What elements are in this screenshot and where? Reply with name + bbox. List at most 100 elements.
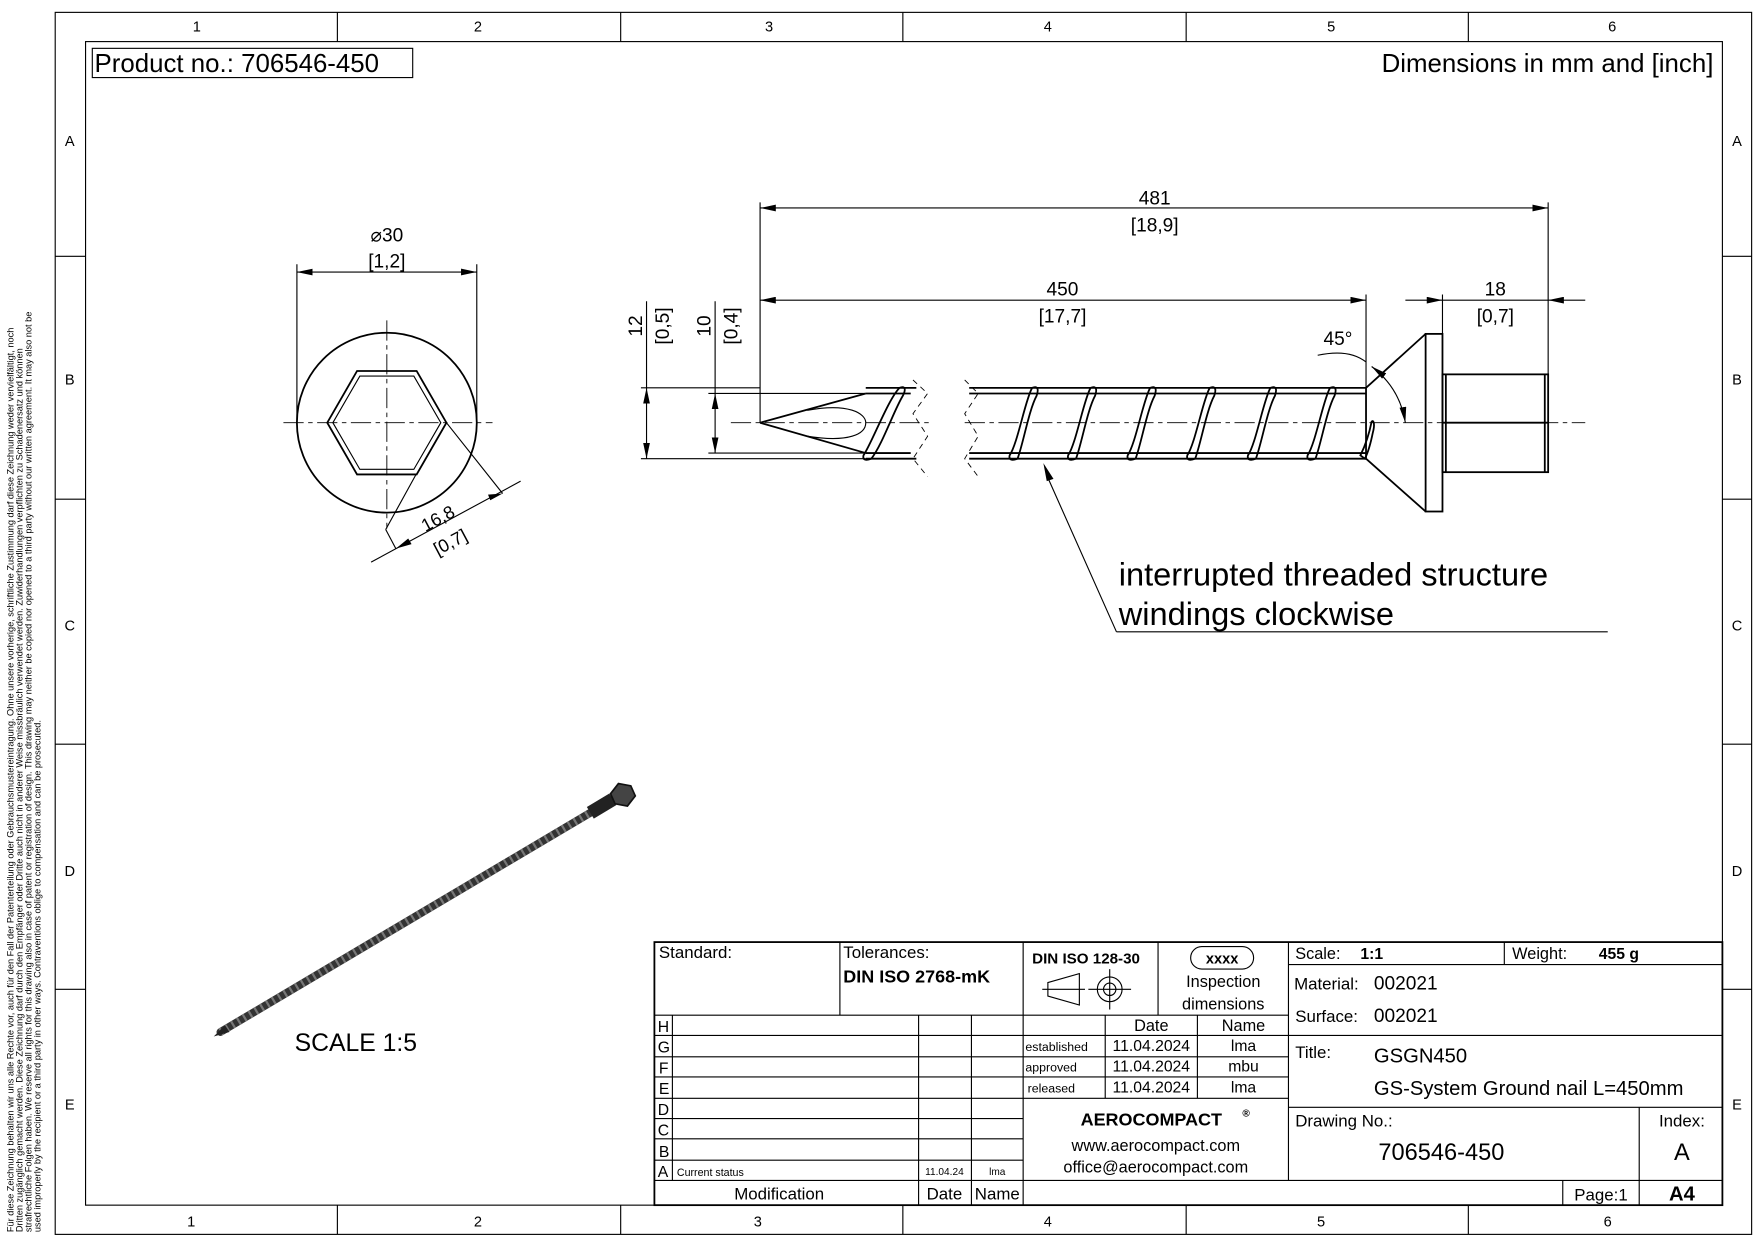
index-label: Index: bbox=[1659, 1111, 1705, 1130]
revision-letter: F bbox=[659, 1061, 669, 1078]
inspection-line1: Inspection bbox=[1186, 973, 1260, 991]
revision-letter: G bbox=[658, 1039, 670, 1056]
diameter-dim-inch: [1,2] bbox=[368, 252, 405, 273]
company-email: office@aerocompact.com bbox=[1063, 1159, 1248, 1177]
approval-label: approved bbox=[1025, 1060, 1077, 1074]
title-block: Standard: Tolerances: DIN ISO 2768-mK DI… bbox=[653, 941, 1724, 1207]
column-label: 1 bbox=[187, 1215, 195, 1231]
row-label: A bbox=[1732, 134, 1742, 150]
material-value: 002021 bbox=[1374, 973, 1438, 994]
approval-date: 11.04.2024 bbox=[1113, 1080, 1191, 1097]
notice-line: Für diese Zeichnung behalten wir uns all… bbox=[6, 328, 16, 1232]
company-website: www.aerocompact.com bbox=[1071, 1137, 1240, 1155]
approval-label: established bbox=[1025, 1040, 1088, 1054]
overall-length-dim: 481 bbox=[1139, 189, 1171, 210]
sheet-format: A4 bbox=[1669, 1184, 1696, 1206]
projection-standard: DIN ISO 128-30 bbox=[1032, 950, 1140, 967]
mod-name-header: Name bbox=[975, 1185, 1020, 1204]
notice-line: used improperly by the recipient or a th… bbox=[33, 720, 43, 1232]
column-label: 5 bbox=[1317, 1215, 1325, 1231]
revision-text: Current status bbox=[677, 1167, 744, 1179]
inner-diameter-inch: [0,4] bbox=[722, 307, 743, 344]
notice-line: Dritten zugänglich gemacht werden. Diese… bbox=[15, 348, 25, 1232]
inspection-badge-frame bbox=[1190, 946, 1255, 970]
drawing-no-value: 706546-450 bbox=[1378, 1140, 1504, 1166]
weight-label: Weight: bbox=[1512, 945, 1567, 963]
iso-scale-label: SCALE 1:5 bbox=[295, 1030, 417, 1057]
tolerances-label: Tolerances: bbox=[843, 943, 929, 962]
inner-diameter-dim: 10 bbox=[695, 315, 716, 336]
row-label: D bbox=[1732, 864, 1743, 880]
surface-label: Surface: bbox=[1295, 1007, 1358, 1026]
legal-notice: Für diese Zeichnung behalten wir uns all… bbox=[6, 312, 43, 1232]
thread-ridges bbox=[1008, 386, 1375, 461]
row-label: C bbox=[1732, 619, 1743, 635]
mod-date-header: Date bbox=[927, 1185, 963, 1204]
surface-value: 002021 bbox=[1374, 1006, 1438, 1027]
weight-value: 455 g bbox=[1599, 946, 1639, 963]
notice-line: strafrechtliche Folgen haben. We reserve… bbox=[24, 312, 34, 1232]
approval-name: mbu bbox=[1228, 1058, 1259, 1075]
inspection-line2: dimensions bbox=[1182, 996, 1264, 1014]
name-header: Name bbox=[1222, 1017, 1265, 1035]
column-label: 4 bbox=[1044, 1215, 1052, 1231]
approval-label: released bbox=[1028, 1082, 1076, 1096]
shaft-length-inch: [17,7] bbox=[1039, 307, 1087, 328]
product-no-box bbox=[91, 47, 414, 79]
approvals: established 11.04.2024 lma approved 11.0… bbox=[1025, 1038, 1258, 1097]
revision-letter: D bbox=[658, 1102, 669, 1119]
diameter-dim: ⌀30 bbox=[370, 226, 403, 247]
title-label: Title: bbox=[1295, 1043, 1331, 1062]
registered-mark: ® bbox=[1242, 1108, 1250, 1119]
approval-date: 11.04.2024 bbox=[1113, 1038, 1191, 1055]
units-note: Dimensions in mm and [inch] bbox=[1382, 50, 1714, 78]
revision-name: lma bbox=[989, 1167, 1006, 1178]
approval-name: lma bbox=[1231, 1080, 1257, 1097]
side-view: 481 [18,9] 450 [17,7] 18 [0,7] 12 [0,5] … bbox=[626, 189, 1608, 633]
row-label: E bbox=[65, 1098, 75, 1114]
iso-view: SCALE 1:5 bbox=[213, 782, 637, 1057]
row-label: D bbox=[65, 864, 76, 880]
thread-note-line2: windings clockwise bbox=[1118, 595, 1394, 632]
scale-value: 1:1 bbox=[1360, 946, 1383, 963]
inspection-badge: xxxx bbox=[1206, 951, 1239, 967]
row-label: C bbox=[65, 619, 76, 635]
sheet-frame: 1 2 3 4 5 6 1 2 3 4 5 6 A B C D E A B C … bbox=[54, 11, 1753, 1235]
approval-name: lma bbox=[1231, 1038, 1257, 1055]
material-label: Material: bbox=[1294, 974, 1359, 993]
angle-dim: 45° bbox=[1323, 329, 1352, 350]
approval-date: 11.04.2024 bbox=[1113, 1058, 1191, 1075]
thread-note-line1: interrupted threaded structure bbox=[1119, 556, 1548, 593]
row-label: B bbox=[65, 372, 75, 388]
revision-letter: B bbox=[659, 1144, 669, 1161]
date-header: Date bbox=[1134, 1017, 1168, 1035]
revision-letter: H bbox=[658, 1019, 669, 1036]
revision-table: H G F E D C B A Current status 11.04.24 … bbox=[658, 1019, 1020, 1204]
index-value: A bbox=[1674, 1140, 1690, 1166]
subtitle-value: GS-System Ground nail L=450mm bbox=[1374, 1078, 1684, 1100]
revision-date: 11.04.24 bbox=[925, 1167, 964, 1178]
column-label: 1 bbox=[193, 19, 201, 35]
overall-length-inch: [18,9] bbox=[1131, 216, 1179, 237]
revision-letter: C bbox=[658, 1122, 669, 1139]
column-label: 5 bbox=[1327, 19, 1335, 35]
page-label: Page:1 bbox=[1574, 1186, 1627, 1205]
scale-label: Scale: bbox=[1295, 945, 1340, 963]
drawing-no-label: Drawing No.: bbox=[1295, 1111, 1392, 1130]
revision-letter: E bbox=[659, 1081, 669, 1098]
row-label: B bbox=[1732, 372, 1742, 388]
standard-label: Standard: bbox=[659, 943, 732, 962]
outer-diameter-inch: [0,5] bbox=[653, 307, 674, 344]
shaft-length-dim: 450 bbox=[1047, 280, 1079, 301]
column-label: 6 bbox=[1608, 19, 1616, 35]
head-length-dim: 18 bbox=[1485, 280, 1506, 301]
projection-symbol-icon bbox=[1042, 969, 1132, 1010]
company-name: AEROCOMPACT bbox=[1081, 1109, 1222, 1129]
column-label: 3 bbox=[754, 1215, 762, 1231]
column-label: 6 bbox=[1604, 1215, 1612, 1231]
column-label: 2 bbox=[474, 19, 482, 35]
outer-diameter-dim: 12 bbox=[626, 315, 647, 336]
head-length-inch: [0,7] bbox=[1477, 307, 1514, 328]
front-view: ⌀30 [1,2] 16,8 [0,7] bbox=[283, 226, 521, 563]
